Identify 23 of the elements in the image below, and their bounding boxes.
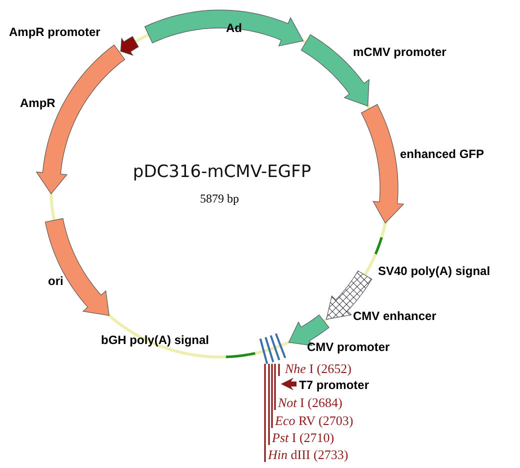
feature-label: SV40 poly(A) signal	[378, 264, 490, 278]
feature-label: CMV promoter	[307, 340, 390, 354]
restriction-site-label: Eco RV (2703)	[274, 413, 354, 429]
leader-line	[271, 364, 273, 428]
restriction-site-label: Hin dIII (2733)	[267, 447, 350, 463]
feature-label: T7 promoter	[299, 378, 370, 392]
feature-label: mCMV promoter	[353, 45, 446, 59]
restriction-site-label: Nhe I (2652)	[284, 361, 352, 377]
size-label: 5879 bp	[200, 192, 239, 206]
feature-label: ori	[48, 274, 64, 288]
restriction-site-label: Not I (2684)	[277, 395, 344, 411]
cloning-site-ticks	[259, 333, 286, 364]
plasmid-name: pDC316-mCMV-EGFP	[132, 162, 312, 182]
leader-line	[278, 364, 280, 376]
leader-line	[274, 364, 276, 410]
feature-label: CMV enhancer	[353, 309, 436, 323]
leader-line	[264, 364, 266, 462]
restriction-site-label: Pst I (2710)	[271, 430, 336, 446]
feature-label: AmpR	[20, 96, 56, 110]
leader-line	[268, 364, 270, 445]
feature-label: enhanced GFP	[400, 147, 484, 161]
feature-label: AmpR promoter	[9, 25, 100, 39]
feature-label: bGH poly(A) signal	[101, 333, 209, 347]
